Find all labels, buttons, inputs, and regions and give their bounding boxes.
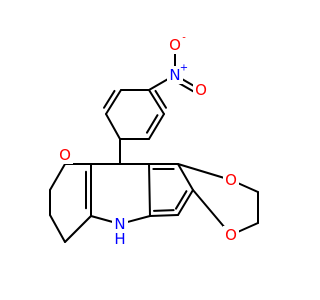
atom-label-amine-h: H — [112, 230, 128, 248]
bond-a3-a4 — [148, 113, 165, 140]
svg-text:O: O — [169, 36, 181, 54]
svg-text:O: O — [225, 226, 237, 244]
bond-c5-r1 — [148, 163, 151, 217]
double-bond-r3-r4 — [174, 190, 188, 210]
svg-text:O: O — [225, 171, 237, 189]
svg-text:O: O — [59, 146, 71, 164]
bond-r4-c5 — [149, 214, 179, 217]
atom-label-amine-n: N — [112, 215, 128, 233]
bond-c1-c2 — [49, 163, 66, 191]
bond-lines — [49, 44, 259, 243]
svg-text:N: N — [114, 215, 125, 233]
positive-charge: + — [180, 63, 188, 74]
svg-text:H: H — [114, 230, 125, 248]
bond-r3-r4 — [177, 189, 194, 216]
negative-charge: - — [182, 33, 186, 44]
double-bond-a2-a3 — [154, 89, 167, 109]
atom-label-nitro-o-top: O - — [167, 33, 186, 54]
bond-r2-r3 — [177, 163, 194, 191]
double-bond-a1-a6 — [103, 89, 116, 109]
svg-text:N: N — [169, 66, 180, 84]
atom-label-ether-o-top: O — [223, 171, 239, 189]
atom-label-ketone-o: O — [57, 146, 73, 164]
atom-label-ether-o-bottom: O — [223, 226, 239, 244]
bond-a2-a3 — [148, 89, 165, 115]
bond-r2-eo1 — [177, 163, 232, 181]
bond-c3-c4 — [49, 214, 66, 243]
double-bond-c5-r4 — [153, 209, 175, 212]
double-bond-a3-a4 — [145, 114, 159, 134]
bond-c4-c4b — [64, 215, 92, 243]
atom-label-nitro-o-right: O — [193, 81, 209, 99]
atom-label-nitro-n: N + — [167, 63, 188, 84]
svg-text:O: O — [195, 81, 207, 99]
bond-a5-a6 — [105, 113, 121, 140]
molecule-structure-diagram: N + O - O O O O N H — [49, 33, 259, 248]
bond-a6-a1 — [105, 89, 122, 115]
